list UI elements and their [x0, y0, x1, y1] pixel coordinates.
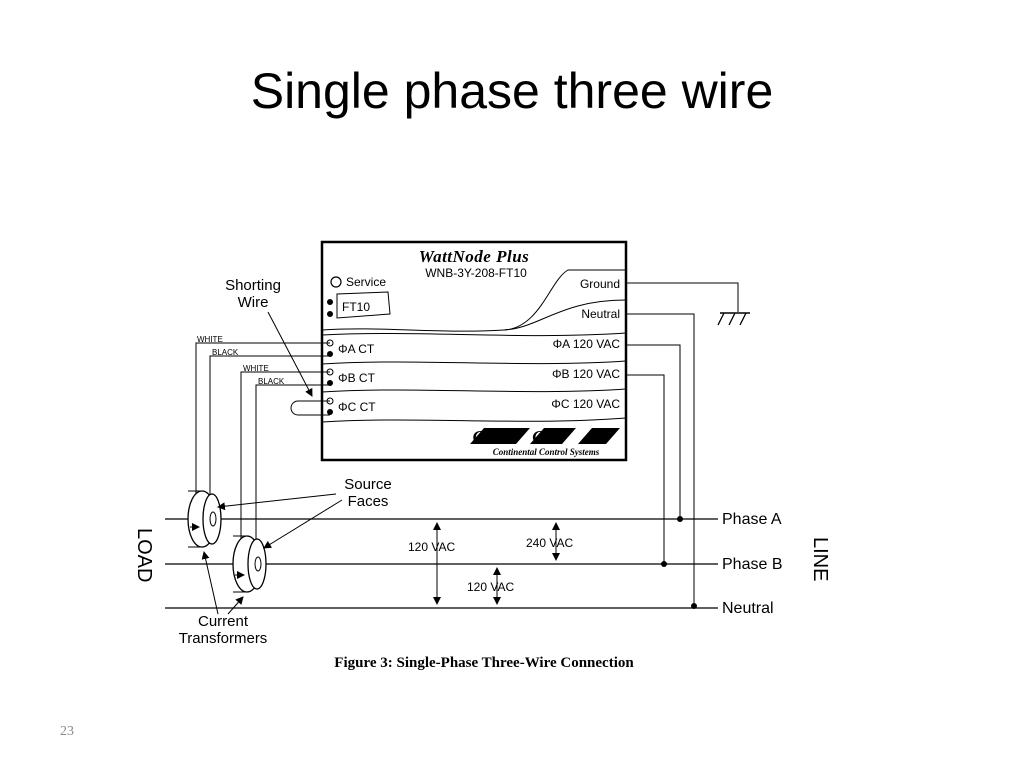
source-faces-annotation: Source Faces: [217, 476, 392, 549]
line-conductors: Phase A Phase B Neutral: [165, 511, 782, 617]
service-led-icon: [330, 276, 342, 288]
black-wire-b-label: BLACK: [258, 377, 285, 386]
white-wire-a-label: WHITE: [197, 335, 223, 344]
white-wire-b-label: WHITE: [243, 364, 269, 373]
meter-brand: WattNode Plus: [419, 247, 530, 266]
service-label: Service: [346, 275, 386, 289]
neutral-label: Neutral: [722, 600, 774, 617]
ft10-tab: [336, 291, 391, 319]
phase-b-label: Phase B: [722, 556, 782, 573]
c-ct-terminal-label: ΦC CT: [338, 400, 376, 414]
shorting-wire-line2: Wire: [238, 294, 269, 311]
ground-wire: [626, 282, 750, 326]
neutral-terminal-label: Neutral: [581, 307, 620, 321]
shorting-wire-annotation: Shorting Wire: [225, 277, 313, 397]
current-transformers-annotation: Current Transformers: [179, 551, 268, 647]
page-number: 23: [60, 724, 74, 739]
b-ct-terminal-label: ΦB CT: [338, 371, 376, 385]
voltage-leads: [626, 313, 697, 609]
c-vac-terminal-label: ΦC 120 VAC: [551, 397, 620, 411]
source-faces-line2: Faces: [348, 493, 389, 510]
meter-box: WattNode Plus WNB-3Y-208-FT10 Service FT…: [320, 240, 628, 462]
voltage-a-n: 120 VAC: [408, 540, 455, 554]
ft10-dot-icon: [327, 299, 333, 305]
a-ct-terminal-label: ΦA CT: [338, 342, 375, 356]
ft10-label: FT10: [342, 300, 370, 314]
current-transformers-line2: Transformers: [179, 630, 268, 647]
slide-title: Single phase three wire: [250, 63, 774, 119]
ft10-dot-icon: [327, 311, 333, 317]
a-vac-terminal-label: ΦA 120 VAC: [553, 337, 621, 351]
ccs-logo: C C S Continental Control Systems: [470, 427, 624, 457]
current-transformer-b: [232, 535, 267, 593]
voltage-a-b: 240 VAC: [526, 536, 573, 550]
phase-a-label: Phase A: [722, 511, 782, 528]
ccs-logo-caption: Continental Control Systems: [493, 447, 600, 457]
meter-model: WNB-3Y-208-FT10: [425, 266, 527, 280]
ground-symbol-icon: [717, 312, 725, 326]
shorting-wire-line1: Shorting: [225, 277, 281, 294]
ct-wiring: WHITE BLACK WHITE BLACK: [195, 335, 330, 548]
figure-caption: Figure 3: Single-Phase Three-Wire Connec…: [334, 655, 634, 671]
voltage-arrows: 120 VAC 240 VAC 120 VAC: [408, 522, 573, 605]
ground-terminal-label: Ground: [580, 277, 620, 291]
current-transformers-line1: Current: [198, 613, 249, 630]
black-wire-a-label: BLACK: [212, 348, 239, 357]
source-faces-line1: Source: [344, 476, 392, 493]
voltage-b-n: 120 VAC: [467, 580, 514, 594]
ccs-logo-letters: C C S: [473, 427, 624, 446]
b-vac-terminal-label: ΦB 120 VAC: [552, 367, 620, 381]
load-label: LOAD: [133, 528, 155, 582]
current-transformer-a: [187, 490, 222, 548]
line-label: LINE: [809, 537, 831, 581]
